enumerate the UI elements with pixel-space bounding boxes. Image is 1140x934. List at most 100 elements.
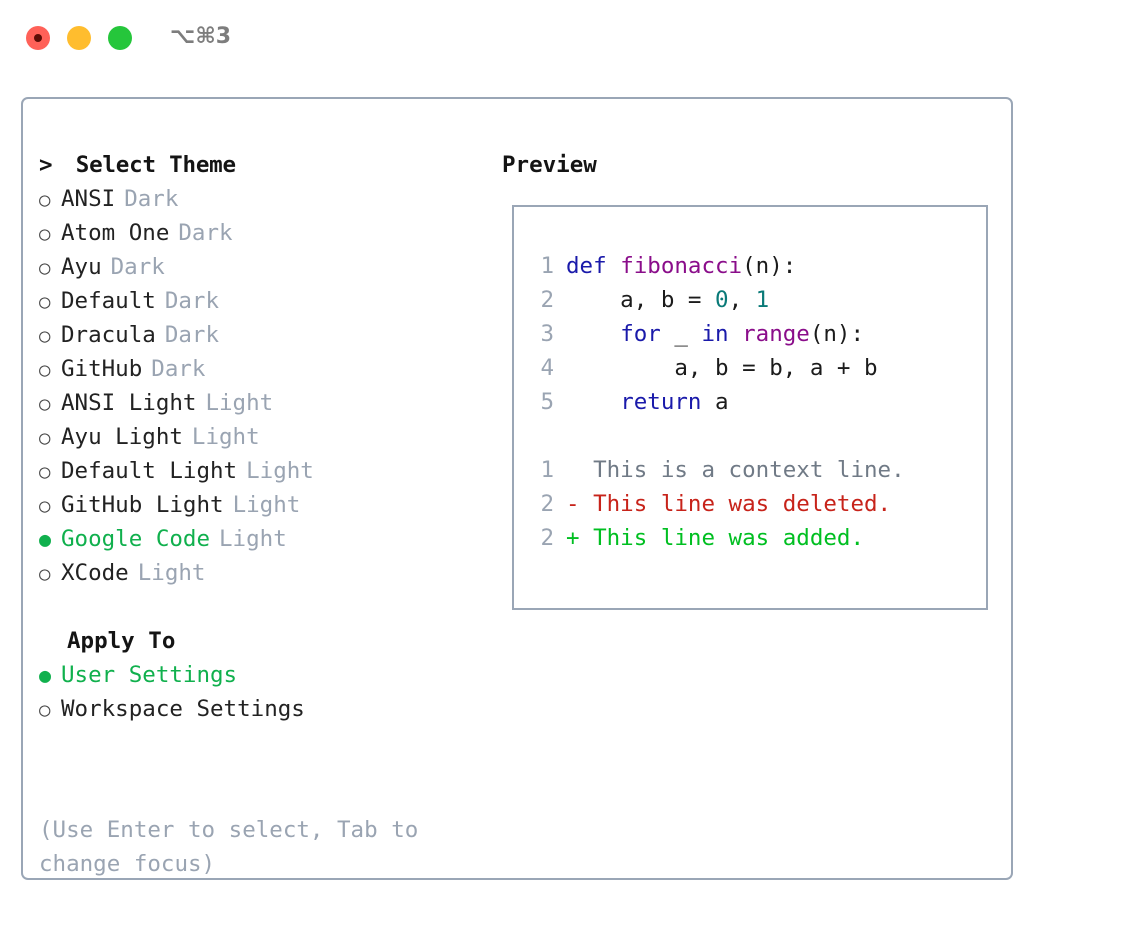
theme-variant-tag: Dark (178, 220, 233, 246)
code-token: a (701, 389, 729, 415)
code-line: 2 a, b = 0, 1 (528, 283, 905, 317)
window-titlebar: ⌥⌘3 (0, 0, 1140, 78)
diff-text: This is a context line. (579, 457, 905, 483)
radio-unselected-icon: ○ (39, 291, 51, 313)
theme-variant-tag: Dark (110, 254, 165, 280)
apply-to-option-user-settings[interactable]: ● User Settings (39, 658, 469, 692)
theme-option-label: Default Light (61, 458, 238, 484)
radio-unselected-icon: ○ (39, 359, 51, 381)
theme-option-label: Dracula (61, 322, 156, 348)
theme-option-label: XCode (61, 560, 129, 586)
line-number: 3 (540, 321, 554, 347)
maximize-window-button[interactable] (108, 26, 132, 50)
theme-option-label: ANSI Light (61, 390, 197, 416)
radio-selected-icon: ● (39, 527, 52, 551)
theme-option-xcode[interactable]: ○ XCode Light (39, 556, 469, 590)
code-token: (n): (809, 321, 865, 347)
theme-option-label: Default (61, 288, 156, 314)
radio-unselected-icon: ○ (39, 325, 51, 347)
select-theme-title: Select Theme (75, 152, 236, 178)
theme-option-label: Google Code (61, 526, 211, 552)
theme-variant-tag: Dark (164, 322, 220, 348)
diff-marker (566, 457, 580, 483)
diff-marker: - (566, 491, 580, 517)
radio-unselected-icon: ○ (39, 495, 51, 517)
code-diff-separator (528, 419, 905, 453)
theme-variant-tag: Dark (124, 186, 179, 212)
code-token: fibonacci (620, 253, 743, 279)
theme-variant-tag: Light (246, 458, 314, 484)
code-line: 3 for _ in range(n): (528, 317, 905, 351)
code-line: 4 a, b = b, a + b (528, 351, 905, 385)
radio-unselected-icon: ○ (39, 189, 51, 211)
radio-unselected-icon: ○ (39, 427, 51, 449)
diff-text: This line was deleted. (579, 491, 892, 517)
theme-variant-tag: Dark (164, 288, 220, 314)
theme-option-google-code[interactable]: ● Google Code Light (39, 522, 469, 556)
code-token (729, 321, 743, 347)
diff-text: This line was added. (579, 525, 865, 551)
theme-variant-tag: Light (137, 560, 206, 586)
code-token: _ (660, 321, 702, 347)
code-token: return (620, 389, 702, 415)
theme-variant-tag: Light (205, 390, 274, 416)
line-number: 1 (540, 253, 554, 279)
code-token: 1 (755, 287, 770, 313)
theme-option-label: ANSI (61, 186, 116, 212)
code-token: a, b = (566, 287, 716, 313)
list-spacer (39, 590, 469, 624)
code-token: for (620, 321, 661, 347)
theme-option-ansi[interactable]: ○ ANSI Dark (39, 182, 469, 216)
code-line: 5 return a (528, 385, 905, 419)
theme-option-dracula[interactable]: ○ Dracula Dark (39, 318, 469, 352)
keyboard-hint-text: (Use Enter to select, Tab to change focu… (39, 817, 419, 877)
theme-variant-tag: Dark (151, 356, 206, 382)
theme-variant-tag: Light (232, 492, 301, 518)
line-number: 5 (540, 389, 554, 415)
radio-unselected-icon: ○ (39, 699, 51, 721)
code-token (566, 389, 620, 415)
minimize-window-button[interactable] (67, 26, 91, 50)
theme-variant-tag: Light (219, 526, 287, 552)
preview-panel: Preview (502, 148, 992, 182)
diff-line: 2+ This line was added. (528, 521, 905, 555)
line-number: 2 (540, 525, 554, 551)
theme-option-atom-one[interactable]: ○ Atom One Dark (39, 216, 469, 250)
radio-unselected-icon: ○ (39, 223, 51, 245)
radio-unselected-icon: ○ (39, 257, 51, 279)
code-token: def (566, 253, 621, 279)
apply-to-option-label: User Settings (61, 662, 238, 688)
apply-to-option-workspace-settings[interactable]: ○Workspace Settings (39, 692, 469, 726)
code-token: (n): (742, 253, 797, 279)
radio-selected-icon: ● (39, 663, 52, 687)
select-theme-heading: > Select Theme (39, 148, 469, 182)
keyboard-shortcut-label: ⌥⌘3 (170, 24, 232, 49)
prompt-caret-icon: > (39, 152, 53, 178)
line-number: 2 (540, 287, 554, 313)
code-token (566, 321, 620, 347)
theme-option-default[interactable]: ○ Default Dark (39, 284, 469, 318)
code-token: range (742, 321, 810, 347)
theme-variant-tag: Light (191, 424, 260, 450)
traffic-light-controls (26, 26, 132, 50)
code-token: , (728, 287, 756, 313)
theme-option-label: Atom One (61, 220, 170, 246)
line-number: 2 (540, 491, 554, 517)
code-line: 1 def fibonacci(n): (528, 249, 905, 283)
theme-option-label: Ayu (61, 254, 102, 280)
radio-unselected-icon: ○ (39, 563, 51, 585)
code-token: 0 (715, 287, 729, 313)
theme-option-ayu[interactable]: ○ Ayu Dark (39, 250, 469, 284)
diff-line: 2- This line was deleted. (528, 487, 905, 521)
diff-line: 1 This is a context line. (528, 453, 905, 487)
close-window-button[interactable] (26, 26, 50, 50)
